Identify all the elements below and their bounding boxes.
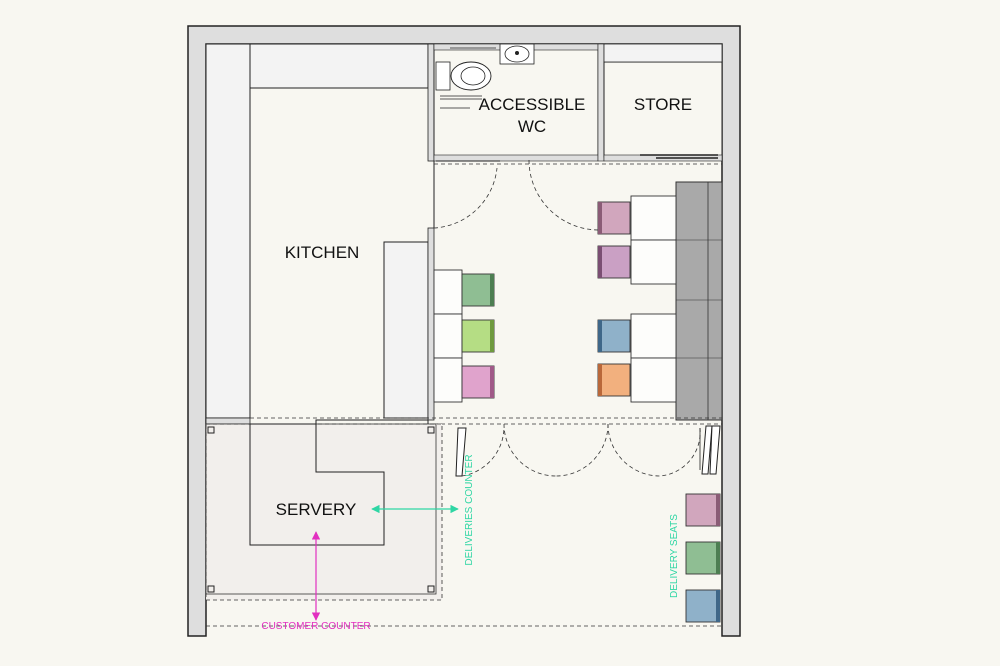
table (433, 313, 463, 359)
toilet-icon (435, 61, 492, 91)
kitchen-label: KITCHEN (285, 243, 360, 262)
delivery-seats-label: DELIVERY SEATS (669, 514, 680, 598)
chair (597, 319, 631, 353)
basin-icon (499, 43, 535, 65)
chair (685, 493, 721, 527)
table (433, 269, 463, 315)
servery-label: SERVERY (276, 500, 357, 519)
table (630, 313, 677, 359)
customer-counter-label: CUSTOMER COUNTER (261, 621, 370, 632)
servery-area: SERVERY (205, 419, 443, 601)
chair (597, 201, 631, 235)
table (630, 195, 677, 241)
chair (685, 541, 721, 575)
table (630, 239, 677, 285)
deliveries-counter-label: DELIVERIES COUNTER (464, 454, 475, 565)
front-doors (455, 423, 721, 477)
accessible-wc: ACCESSIBLE WC (433, 43, 599, 231)
chair (597, 245, 631, 279)
accessible-wc-label-line2: WC (518, 117, 546, 136)
chair (685, 589, 721, 623)
accessible-wc-label-line1: ACCESSIBLE (479, 95, 586, 114)
dining-area (433, 181, 723, 421)
chair (461, 319, 495, 353)
kitchen-area (205, 43, 498, 425)
table (433, 357, 463, 403)
table (630, 357, 677, 403)
banquette-seat (675, 181, 723, 421)
store-room: STORE (597, 43, 723, 162)
chair (461, 365, 495, 399)
chair (597, 363, 631, 397)
chair (461, 273, 495, 307)
delivery-seats (685, 493, 721, 623)
deliveries-counter-annotation: DELIVERIES COUNTER (371, 454, 475, 566)
customer-counter-annotation: CUSTOMER COUNTER (261, 531, 371, 632)
store-label: STORE (634, 95, 692, 114)
